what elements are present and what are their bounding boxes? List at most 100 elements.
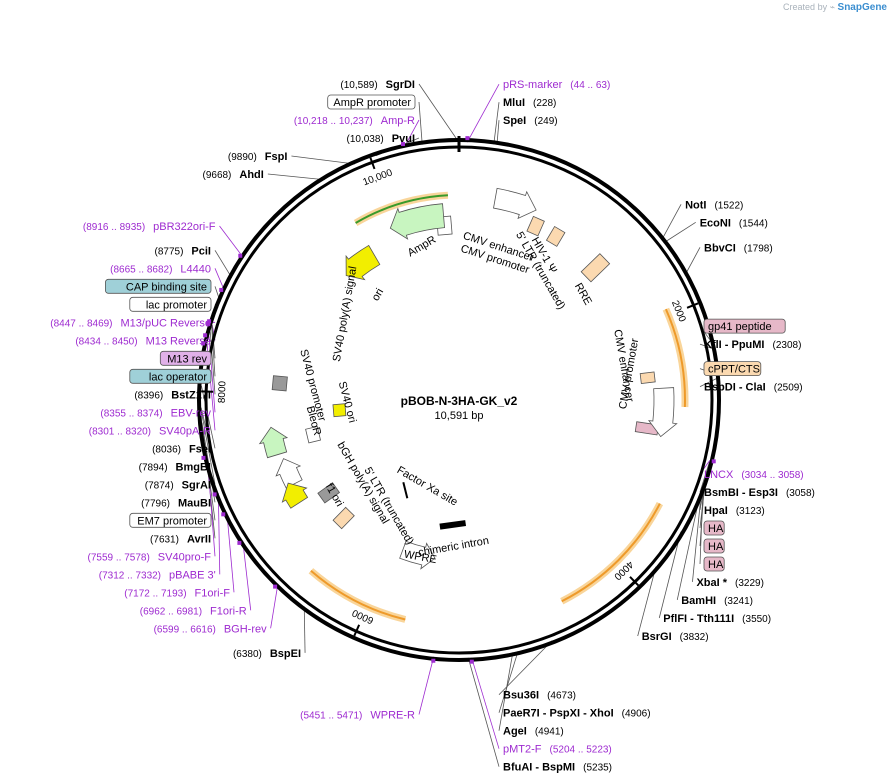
primer-mark bbox=[212, 492, 217, 497]
primer-range: (10,218 .. 10,237) bbox=[294, 116, 373, 127]
label-pmt2-f: pMT2-F(5204 .. 5223) bbox=[503, 744, 612, 756]
label-leader bbox=[267, 173, 325, 181]
site-name: MluI bbox=[503, 97, 525, 109]
inner-label-rre: RRE bbox=[572, 281, 594, 307]
primer-name: SV40pro-F bbox=[158, 551, 211, 563]
label-bamhi: BamHI(3241) bbox=[681, 595, 753, 607]
site-name: Bsu36I bbox=[503, 690, 539, 702]
label-leader bbox=[498, 651, 519, 713]
site-name: BmgBI bbox=[176, 461, 211, 473]
site-position: (4941) bbox=[535, 727, 564, 738]
label-leader bbox=[209, 331, 216, 395]
site-name: HpaI bbox=[704, 505, 728, 517]
label-paer7i-pspxi-xhoi: PaeR7I - PspXI - XhoI(4906) bbox=[503, 708, 651, 720]
inner-label-wpre: WPRE bbox=[403, 549, 438, 567]
label-em7-promoter: EM7 promoter bbox=[129, 512, 212, 528]
primer-name: pRS-marker bbox=[503, 79, 563, 91]
primer-name: M13/pUC Reverse bbox=[121, 317, 211, 329]
site-name: SpeI bbox=[503, 115, 526, 127]
label-m13-puc-reverse: (8447 .. 8469)M13/pUC Reverse bbox=[50, 317, 211, 329]
label-ahdi: (9668)AhdI bbox=[202, 169, 263, 181]
chimeric-intron-block bbox=[439, 520, 467, 530]
primer-label: (8301 .. 8320)SV40pA-R bbox=[89, 425, 211, 437]
site-name: BsrGI bbox=[642, 631, 672, 643]
feature-label: HA bbox=[708, 541, 724, 553]
primer-range: (5451 .. 5471) bbox=[300, 710, 362, 721]
label-pflfi-tth111i: PflFI - Tth111I(3550) bbox=[663, 613, 771, 625]
plasmid-size: 10,591 bp bbox=[435, 410, 484, 422]
site-position: (3832) bbox=[680, 632, 709, 643]
label-f1ori-f: (7172 .. 7193) F1ori-F bbox=[124, 587, 230, 599]
site-name: SgrAI bbox=[182, 479, 211, 491]
primer-range: (8916 .. 8935) bbox=[83, 222, 145, 233]
snapgene-logo-icon: ⌁ bbox=[829, 2, 836, 12]
primer-name: L4440 bbox=[180, 263, 211, 275]
label-leader bbox=[493, 102, 500, 145]
orange-arc-lower-right-line bbox=[561, 503, 661, 603]
label-leader bbox=[291, 155, 355, 165]
site-position: (3241) bbox=[724, 596, 753, 607]
site-position: (1798) bbox=[744, 243, 773, 254]
primer-mark bbox=[207, 319, 212, 324]
primer-label: (6962 .. 6981)F1ori-R bbox=[140, 605, 247, 617]
site-label: SpeI(249) bbox=[503, 115, 558, 127]
label-lncx: LNCX(3034 .. 3058) bbox=[704, 469, 804, 481]
label-leader bbox=[637, 566, 657, 637]
label-leader bbox=[661, 204, 682, 241]
primer-name: SV40pA-R bbox=[159, 425, 211, 437]
site-name: NotI bbox=[685, 199, 706, 211]
plasmid-name: pBOB-N-3HA-GK_v2 bbox=[401, 394, 518, 408]
primer-label: (8916 .. 8935)pBR322ori-F bbox=[83, 221, 216, 233]
label-bsrgi: BsrGI (3832) bbox=[642, 631, 709, 643]
primer-label: (7172 .. 7193) F1ori-F bbox=[124, 587, 230, 599]
label-leader bbox=[200, 385, 216, 449]
primer-mark bbox=[431, 658, 436, 663]
site-label: (8775)PciI bbox=[155, 245, 211, 257]
label-leader bbox=[211, 326, 216, 377]
label-leader bbox=[418, 83, 460, 143]
primer-range: (8665 .. 8682) bbox=[110, 264, 172, 275]
label-leader bbox=[466, 83, 500, 143]
site-position: (4673) bbox=[547, 691, 576, 702]
primer-range: (7172 .. 7193) bbox=[124, 588, 186, 599]
label-leader bbox=[219, 225, 244, 259]
site-position: (7631) bbox=[150, 534, 179, 545]
primer-name: WPRE-R bbox=[370, 709, 415, 721]
cmv-arrow-top bbox=[493, 187, 537, 220]
tick-mark bbox=[353, 624, 361, 637]
site-label: (7894)BmgBI bbox=[139, 461, 211, 473]
site-name: KflI - PpuMI bbox=[704, 339, 765, 351]
label-leader bbox=[418, 101, 423, 145]
primer-label: (7312 .. 7332)pBABE 3' bbox=[99, 569, 216, 581]
inner-label-ampr: AmpR bbox=[406, 234, 439, 260]
site-label: (6380)BspEI bbox=[233, 648, 301, 660]
bleor-arrow bbox=[258, 426, 289, 459]
feature-block bbox=[332, 506, 355, 530]
label-leader bbox=[684, 247, 701, 276]
primer-mark bbox=[201, 341, 206, 346]
label-leader bbox=[471, 657, 500, 749]
label-m13-rev: M13 rev bbox=[159, 350, 212, 366]
label-sv40pa-r: (8301 .. 8320)SV40pA-R bbox=[89, 425, 211, 437]
label-leader bbox=[270, 583, 279, 629]
site-position: (228) bbox=[533, 98, 556, 109]
label-leader bbox=[692, 487, 703, 583]
feature-label: EM7 promoter bbox=[137, 515, 207, 527]
f1-ori-arrow bbox=[281, 482, 309, 509]
primer-name: F1ori-R bbox=[210, 605, 247, 617]
label-bspdi-clai: BspDI - ClaI(2509) bbox=[704, 382, 803, 394]
label-ha: HA bbox=[703, 520, 725, 536]
site-label: (10,038)PvuI bbox=[347, 133, 415, 145]
site-name: EcoNI bbox=[700, 217, 731, 229]
primer-name: F1ori-F bbox=[195, 587, 231, 599]
primer-mark bbox=[206, 321, 211, 326]
site-position: (8775) bbox=[155, 246, 184, 257]
label-noti: NotI(1522) bbox=[685, 199, 743, 211]
site-position: (10,038) bbox=[347, 134, 384, 145]
feature-block bbox=[580, 253, 611, 283]
feature-label: lac promoter bbox=[146, 299, 207, 311]
site-name: AvrII bbox=[187, 533, 211, 545]
tick-label: 8000 bbox=[217, 380, 229, 403]
label-leader bbox=[200, 410, 216, 485]
